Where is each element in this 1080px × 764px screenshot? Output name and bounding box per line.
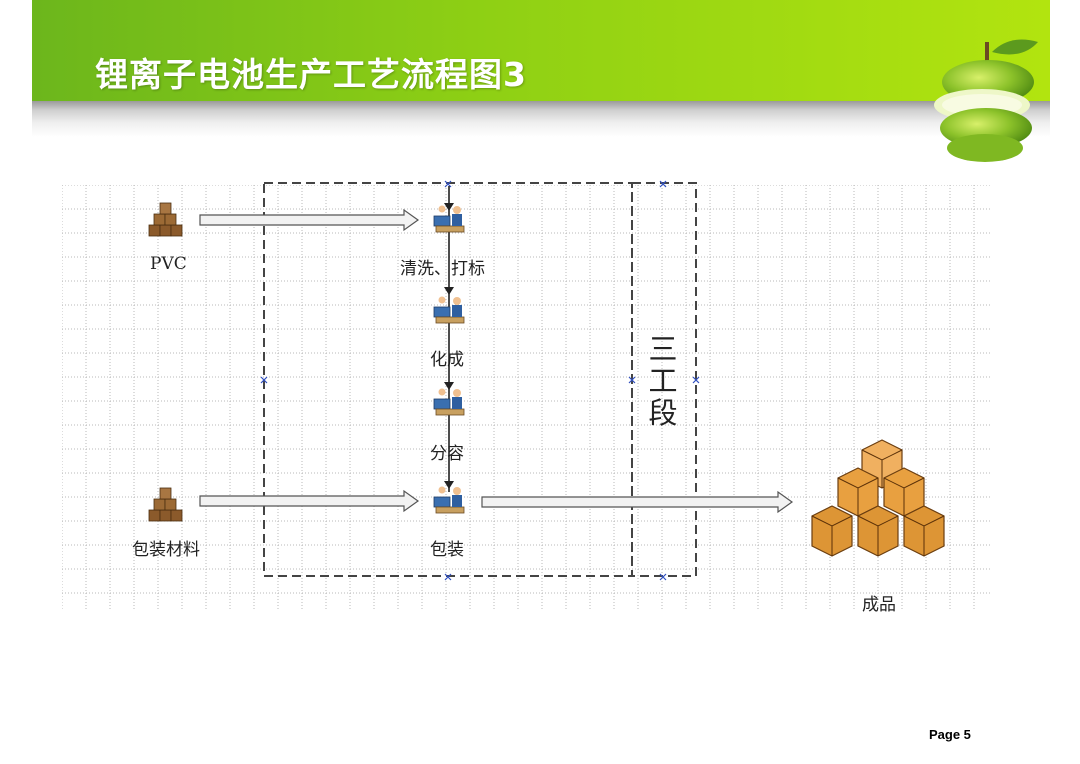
- slide-title: 锂离子电池生产工艺流程图3: [95, 55, 527, 94]
- title-banner: [32, 0, 1050, 101]
- banner-shadow: [32, 101, 1050, 137]
- stage-label: 三 工 段: [646, 333, 680, 429]
- input-label-packaging: 包装材料: [132, 540, 200, 560]
- output-label: 成品: [862, 595, 896, 615]
- box-stack-icon: [148, 202, 183, 237]
- step-label-formation: 化成: [430, 350, 464, 370]
- input-label-pvc: PVC: [150, 254, 187, 274]
- step-label-grading: 分容: [430, 444, 464, 464]
- apple-icon: [934, 39, 1038, 162]
- stage-char: 段: [648, 396, 678, 430]
- step-label-clean-mark: 清洗、打标: [400, 259, 485, 279]
- page-number: Page 5: [929, 727, 971, 742]
- step-label-packaging: 包装: [430, 540, 464, 560]
- box-stack-icon: [148, 487, 183, 522]
- stage-char: 三: [648, 332, 678, 366]
- product-boxes-icon: [811, 439, 945, 557]
- stage-char: 工: [648, 364, 678, 398]
